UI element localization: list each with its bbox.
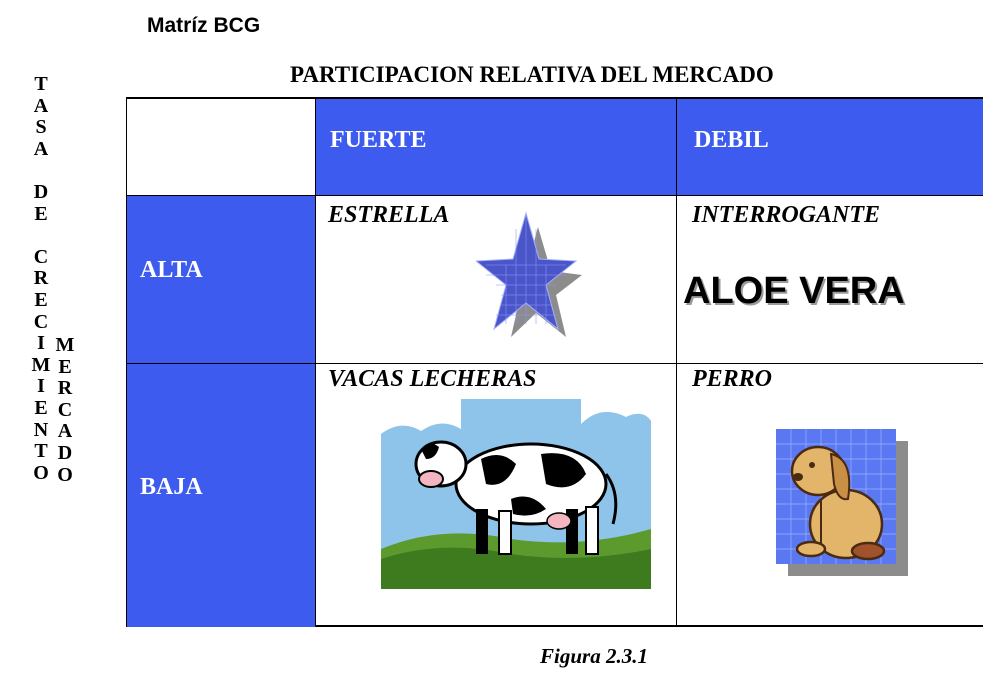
- quadrant-label-perro: PERRO: [692, 366, 773, 392]
- row-header-alta: ALTA: [140, 257, 203, 283]
- quadrant-label-interrogante: INTERROGANTE: [692, 202, 881, 228]
- quadrant-label-estrella: ESTRELLA: [328, 202, 450, 228]
- star-icon: [476, 211, 582, 337]
- cow-icon: [381, 399, 651, 589]
- product-aloe-vera: ALOE VERA: [683, 270, 905, 312]
- quadrant-label-vacas-lecheras: VACAS LECHERAS: [328, 366, 537, 392]
- column-header-band: [315, 99, 983, 195]
- bcg-matrix: FUERTE DEBIL ALTA BAJA ESTRELLA INTERROG…: [126, 97, 983, 627]
- row-header-band: [126, 195, 315, 627]
- market-share-axis-title: PARTICIPACION RELATIVA DEL MERCADO: [290, 62, 774, 87]
- column-header-debil: DEBIL: [694, 127, 769, 153]
- row-header-baja: BAJA: [140, 474, 203, 500]
- figure-caption: Figura 2.3.1: [540, 644, 648, 668]
- slide-title: Matríz BCG: [147, 14, 261, 37]
- dog-icon: [776, 429, 908, 576]
- column-header-fuerte: FUERTE: [330, 127, 427, 153]
